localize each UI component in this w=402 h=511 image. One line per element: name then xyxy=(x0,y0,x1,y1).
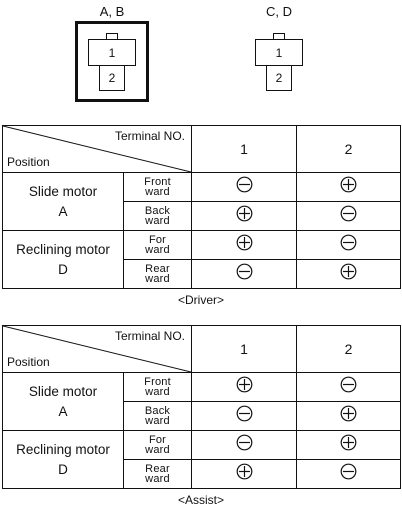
connector-ab-highlight-frame xyxy=(75,21,149,102)
header-diagonal-line xyxy=(3,126,191,172)
direction-cell: Rear ward xyxy=(123,459,192,489)
terminal-no-header: Terminal NO. xyxy=(114,329,185,343)
connector-cd-label: C, D xyxy=(266,4,292,19)
connector-cd-pin-2: 2 xyxy=(266,65,292,91)
circled-plus-icon xyxy=(236,376,253,398)
direction-cell: Back ward xyxy=(123,401,192,431)
direction-line-1: Front xyxy=(144,176,171,188)
direction-line-1: Front xyxy=(144,376,171,388)
position-header: Position xyxy=(7,155,50,169)
circled-plus-icon xyxy=(340,405,357,427)
assist-header-corner: Terminal NO. Position xyxy=(2,325,192,373)
direction-line-1: Back xyxy=(144,205,171,217)
terminal-2-polarity xyxy=(296,230,401,260)
connector-ab-pin-1-label: 1 xyxy=(108,45,116,60)
motor-code: D xyxy=(58,261,68,277)
direction-line-1: Rear xyxy=(145,263,170,275)
direction-cell: Front ward xyxy=(123,372,192,402)
direction-line-2: ward xyxy=(145,415,170,427)
motor-code: A xyxy=(58,403,68,419)
terminal-1-polarity xyxy=(191,401,297,431)
motor-cell: Slide motor A xyxy=(2,372,124,431)
terminal-1-polarity xyxy=(191,172,297,202)
assist-terminal-table: Terminal NO. Position 1 2 Slide motor A … xyxy=(2,325,401,489)
circled-minus-icon xyxy=(236,405,253,427)
direction-cell: Front ward xyxy=(123,172,192,202)
driver-caption: <Driver> xyxy=(177,293,224,307)
circled-plus-icon xyxy=(340,434,357,456)
circled-plus-icon xyxy=(236,234,253,256)
direction-cell: For ward xyxy=(123,430,192,460)
direction-line-2: ward xyxy=(145,244,170,256)
terminal-2-header: 2 xyxy=(296,325,401,373)
terminal-2-polarity xyxy=(296,372,401,402)
circled-plus-icon xyxy=(340,263,357,285)
connector-ab-label: A, B xyxy=(99,4,125,19)
circled-minus-icon xyxy=(236,176,253,198)
terminal-2-polarity xyxy=(296,401,401,431)
direction-line-2: ward xyxy=(145,273,170,285)
direction-line-2: ward xyxy=(145,473,170,485)
motor-code: D xyxy=(58,461,68,477)
motor-cell: Reclining motor D xyxy=(2,230,124,289)
direction-line-2: ward xyxy=(145,386,170,398)
assist-caption: <Assist> xyxy=(177,493,225,507)
driver-header-corner: Terminal NO. Position xyxy=(2,125,192,173)
terminal-1-polarity xyxy=(191,201,297,231)
motor-name: Reclining motor xyxy=(16,441,110,457)
motor-name: Slide motor xyxy=(28,383,98,399)
terminal-1-polarity xyxy=(191,230,297,260)
connector-ab-pin-2: 2 xyxy=(99,65,125,91)
direction-line-1: For xyxy=(148,434,167,446)
motor-cell: Reclining motor D xyxy=(2,430,124,489)
direction-line-1: For xyxy=(148,234,167,246)
circled-minus-icon xyxy=(236,263,253,285)
direction-line-1: Back xyxy=(144,405,171,417)
terminal-2-polarity xyxy=(296,459,401,489)
motor-name: Slide motor xyxy=(28,183,98,199)
terminal-2-polarity xyxy=(296,172,401,202)
direction-cell: Rear ward xyxy=(123,259,192,289)
terminal-1-polarity xyxy=(191,430,297,460)
circled-minus-icon xyxy=(340,376,357,398)
terminal-2-polarity xyxy=(296,430,401,460)
terminal-2-polarity xyxy=(296,259,401,289)
terminal-2-polarity xyxy=(296,201,401,231)
terminal-1-polarity xyxy=(191,459,297,489)
direction-line-2: ward xyxy=(145,186,170,198)
position-header: Position xyxy=(7,355,50,369)
terminal-1-polarity xyxy=(191,372,297,402)
connector-cd-pin-2-label: 2 xyxy=(275,71,283,85)
motor-cell: Slide motor A xyxy=(2,172,124,231)
terminal-1-polarity xyxy=(191,259,297,289)
connector-ab-pin-2-label: 2 xyxy=(108,71,116,85)
direction-line-1: Rear xyxy=(145,463,170,475)
header-diagonal-line xyxy=(3,326,191,372)
connector-cd-pin-1-label: 1 xyxy=(275,45,283,60)
direction-line-2: ward xyxy=(145,215,170,227)
driver-terminal-table: Terminal NO. Position 1 2 Slide motor A … xyxy=(2,125,401,289)
circled-plus-icon xyxy=(236,205,253,227)
direction-cell: For ward xyxy=(123,230,192,260)
motor-name: Reclining motor xyxy=(16,241,110,257)
circled-plus-icon xyxy=(236,463,253,485)
direction-line-2: ward xyxy=(145,444,170,456)
terminal-2-header: 2 xyxy=(296,125,401,173)
circled-minus-icon xyxy=(340,234,357,256)
circled-minus-icon xyxy=(340,463,357,485)
connector-ab-pin-1: 1 xyxy=(88,39,136,66)
circled-plus-icon xyxy=(340,176,357,198)
connector-cd-pin-1: 1 xyxy=(255,39,303,66)
direction-cell: Back ward xyxy=(123,201,192,231)
terminal-1-header: 1 xyxy=(191,325,297,373)
circled-minus-icon xyxy=(236,434,253,456)
motor-code: A xyxy=(58,203,68,219)
terminal-1-header: 1 xyxy=(191,125,297,173)
terminal-no-header: Terminal NO. xyxy=(114,129,185,143)
circled-minus-icon xyxy=(340,205,357,227)
